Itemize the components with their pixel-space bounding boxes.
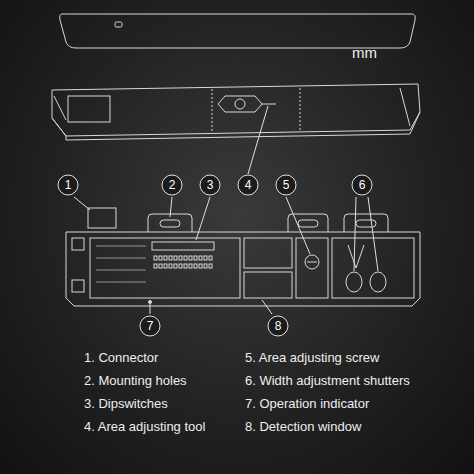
callout-number: 8	[267, 315, 289, 337]
part-name: 5. Area adjusting screw	[245, 350, 379, 365]
housing-outline	[60, 14, 415, 48]
width-shutter	[346, 272, 362, 292]
body-seam	[212, 89, 213, 133]
screw-slot	[307, 262, 317, 263]
shutter-panel	[332, 238, 414, 298]
connector	[88, 208, 116, 228]
mounting-hole	[356, 220, 376, 227]
part-name: 3. Dipswitches	[84, 396, 168, 411]
body-seam	[300, 88, 301, 131]
connector-block	[68, 96, 110, 122]
callout-number: 1	[57, 174, 79, 196]
callout-circle: 1	[57, 174, 79, 196]
label-plate	[90, 238, 240, 298]
callout-number: 2	[161, 174, 183, 196]
end-cap	[54, 96, 66, 120]
sensor-edge	[52, 112, 420, 140]
dipswitch	[152, 242, 214, 250]
callout-number: 7	[139, 315, 161, 337]
part-name: 1. Connector	[84, 350, 158, 365]
part-name: 7. Operation indicator	[245, 396, 369, 411]
callout-number: 4	[237, 174, 259, 196]
callout-circle: 8	[267, 315, 289, 337]
callout-number: 3	[199, 174, 221, 196]
callout-number: 6	[351, 174, 373, 196]
width-icon	[348, 245, 364, 268]
panel-cap	[72, 238, 84, 250]
part-name: 2. Mounting holes	[84, 373, 187, 388]
callout-circle: 6	[351, 174, 373, 196]
leader-lines	[74, 106, 378, 314]
unit-label: mm	[352, 44, 377, 61]
callout-circle: 7	[139, 315, 161, 337]
operation-indicator	[149, 301, 152, 304]
part-name: 8. Detection window	[245, 419, 361, 434]
mounting-hole	[160, 220, 180, 227]
callout-circle: 5	[275, 174, 297, 196]
dipswitch-grid	[96, 246, 212, 282]
area-adjusting-screw	[305, 255, 319, 269]
slot	[115, 22, 122, 27]
part-name: 4. Area adjusting tool	[84, 419, 205, 434]
panel-cap	[72, 280, 84, 292]
area-icon	[244, 238, 292, 268]
tool-holder	[218, 96, 262, 112]
sensor-body	[52, 84, 420, 136]
end-cap	[400, 88, 410, 126]
callout-circle: 3	[199, 174, 221, 196]
screw-panel	[296, 238, 328, 298]
tool-tip	[262, 104, 276, 105]
width-shutter	[370, 272, 386, 292]
callout-number: 5	[275, 174, 297, 196]
mounting-tab	[344, 214, 388, 232]
front-panel	[66, 232, 420, 306]
callout-circle: 2	[161, 174, 183, 196]
area-icon	[244, 272, 292, 298]
callout-circle: 4	[237, 174, 259, 196]
mounting-hole	[298, 220, 318, 227]
part-name: 6. Width adjustment shutters	[245, 373, 410, 388]
tool-screw	[235, 99, 245, 109]
